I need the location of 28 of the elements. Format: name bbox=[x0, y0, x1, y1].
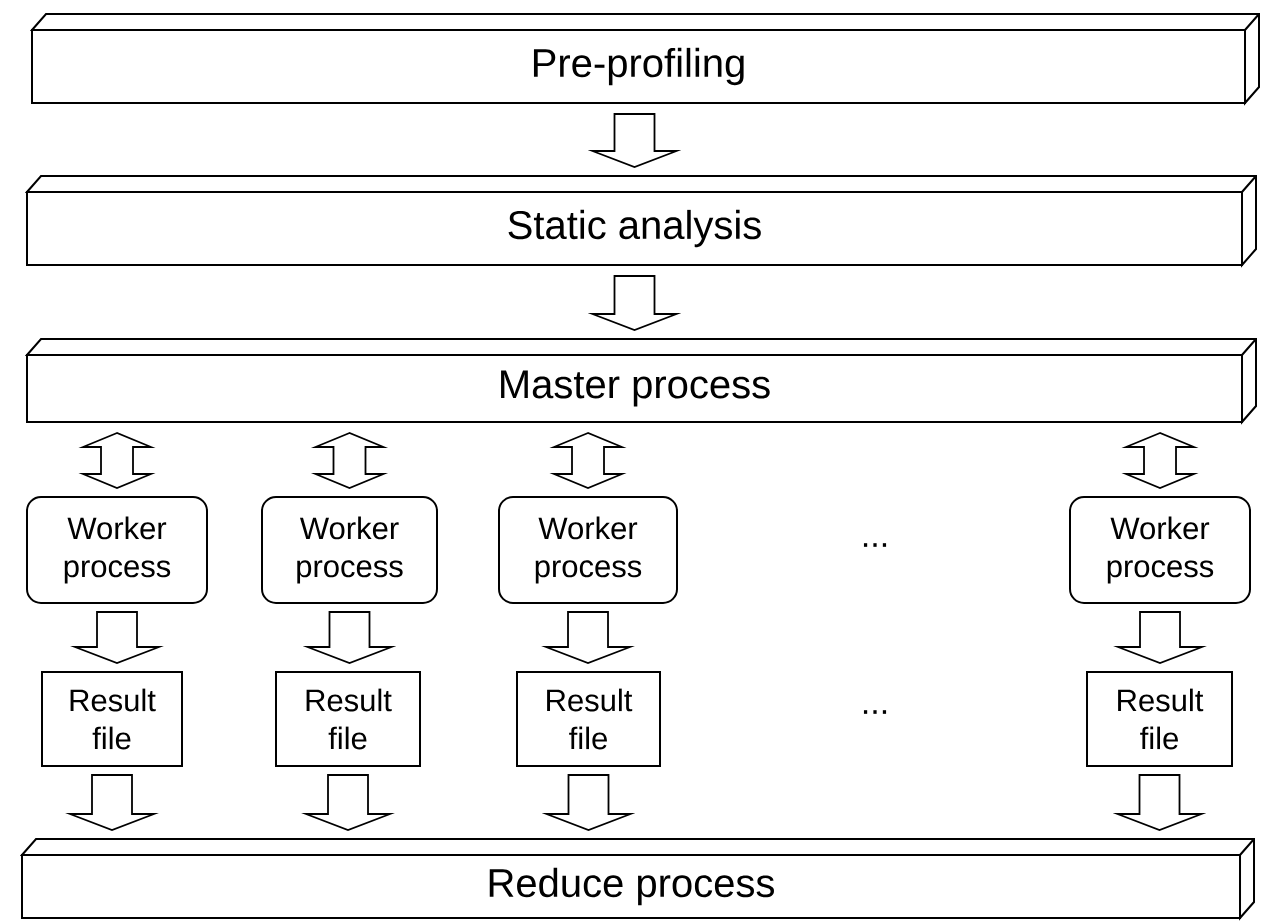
ellipsis: ... bbox=[863, 710, 887, 714]
block-arrow bbox=[541, 611, 635, 664]
process-box: Worker process bbox=[26, 496, 208, 604]
block-arrow bbox=[310, 432, 389, 489]
block-arrow bbox=[587, 275, 682, 331]
block-arrow bbox=[65, 774, 159, 831]
process-bar: Pre-profiling bbox=[31, 13, 1260, 106]
process-bar: Reduce process bbox=[21, 838, 1255, 921]
block-arrow bbox=[78, 432, 156, 489]
block-arrow bbox=[549, 432, 627, 489]
block-arrow bbox=[587, 113, 682, 168]
ellipsis: ... bbox=[863, 543, 887, 547]
file-box: Result file bbox=[1086, 671, 1233, 767]
process-box: Worker process bbox=[1069, 496, 1251, 604]
process-box: Worker process bbox=[498, 496, 678, 604]
block-arrow bbox=[302, 611, 397, 664]
file-box: Result file bbox=[275, 671, 421, 767]
block-arrow bbox=[70, 611, 164, 664]
block-arrow bbox=[1113, 611, 1207, 664]
block-arrow bbox=[1112, 774, 1207, 831]
file-box: Result file bbox=[516, 671, 661, 767]
process-box: Worker process bbox=[261, 496, 438, 604]
block-arrow bbox=[301, 774, 395, 831]
process-bar: Master process bbox=[26, 338, 1257, 425]
process-bar: Static analysis bbox=[26, 175, 1257, 268]
block-arrow bbox=[541, 774, 636, 831]
block-arrow bbox=[1121, 432, 1199, 489]
file-box: Result file bbox=[41, 671, 183, 767]
